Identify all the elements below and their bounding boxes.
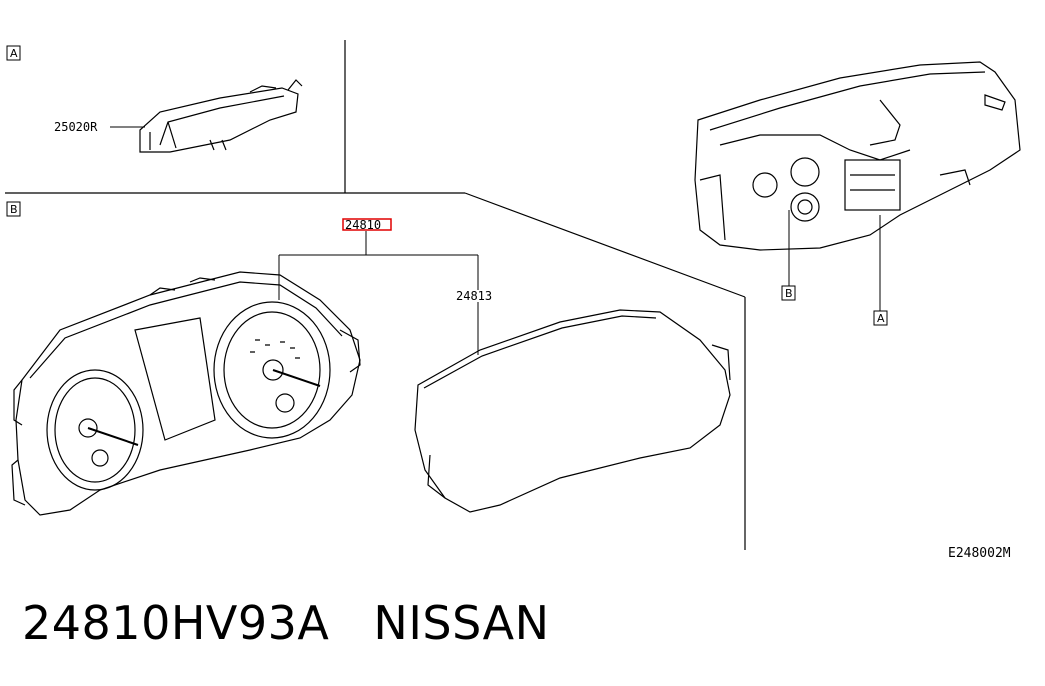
- cluster-assembly-label: 24810: [345, 218, 381, 232]
- housing-part-label: 25020R: [54, 120, 98, 134]
- cluster-label-highlight: [342, 218, 392, 231]
- callout-a-tag-text: A: [877, 312, 885, 325]
- cluster-leader-lines: [278, 231, 479, 355]
- section-dividers: [5, 40, 746, 550]
- section-b-tag-text: B: [10, 203, 18, 216]
- brand-name: NISSAN: [373, 596, 550, 650]
- diagram-code: E248002M: [948, 546, 1011, 561]
- dashboard-callout-lines: [788, 210, 881, 311]
- section-a-tag-text: A: [10, 47, 18, 60]
- cluster-lens-drawing: [414, 309, 731, 513]
- instrument-cluster-drawing: [11, 271, 361, 516]
- section-a-tag: A: [6, 45, 21, 61]
- part-number: 24810HV93A: [22, 596, 330, 650]
- dashboard-drawing: [694, 61, 1021, 251]
- callout-b-tag-text: B: [785, 287, 793, 300]
- callout-b-tag: B: [781, 285, 796, 301]
- part-footer: 24810HV93A NISSAN: [22, 596, 550, 650]
- section-b-tag: B: [6, 201, 21, 217]
- housing-part-drawing: [139, 79, 303, 153]
- callout-a-tag: A: [873, 310, 888, 326]
- cluster-lens-label: 24813: [456, 289, 492, 303]
